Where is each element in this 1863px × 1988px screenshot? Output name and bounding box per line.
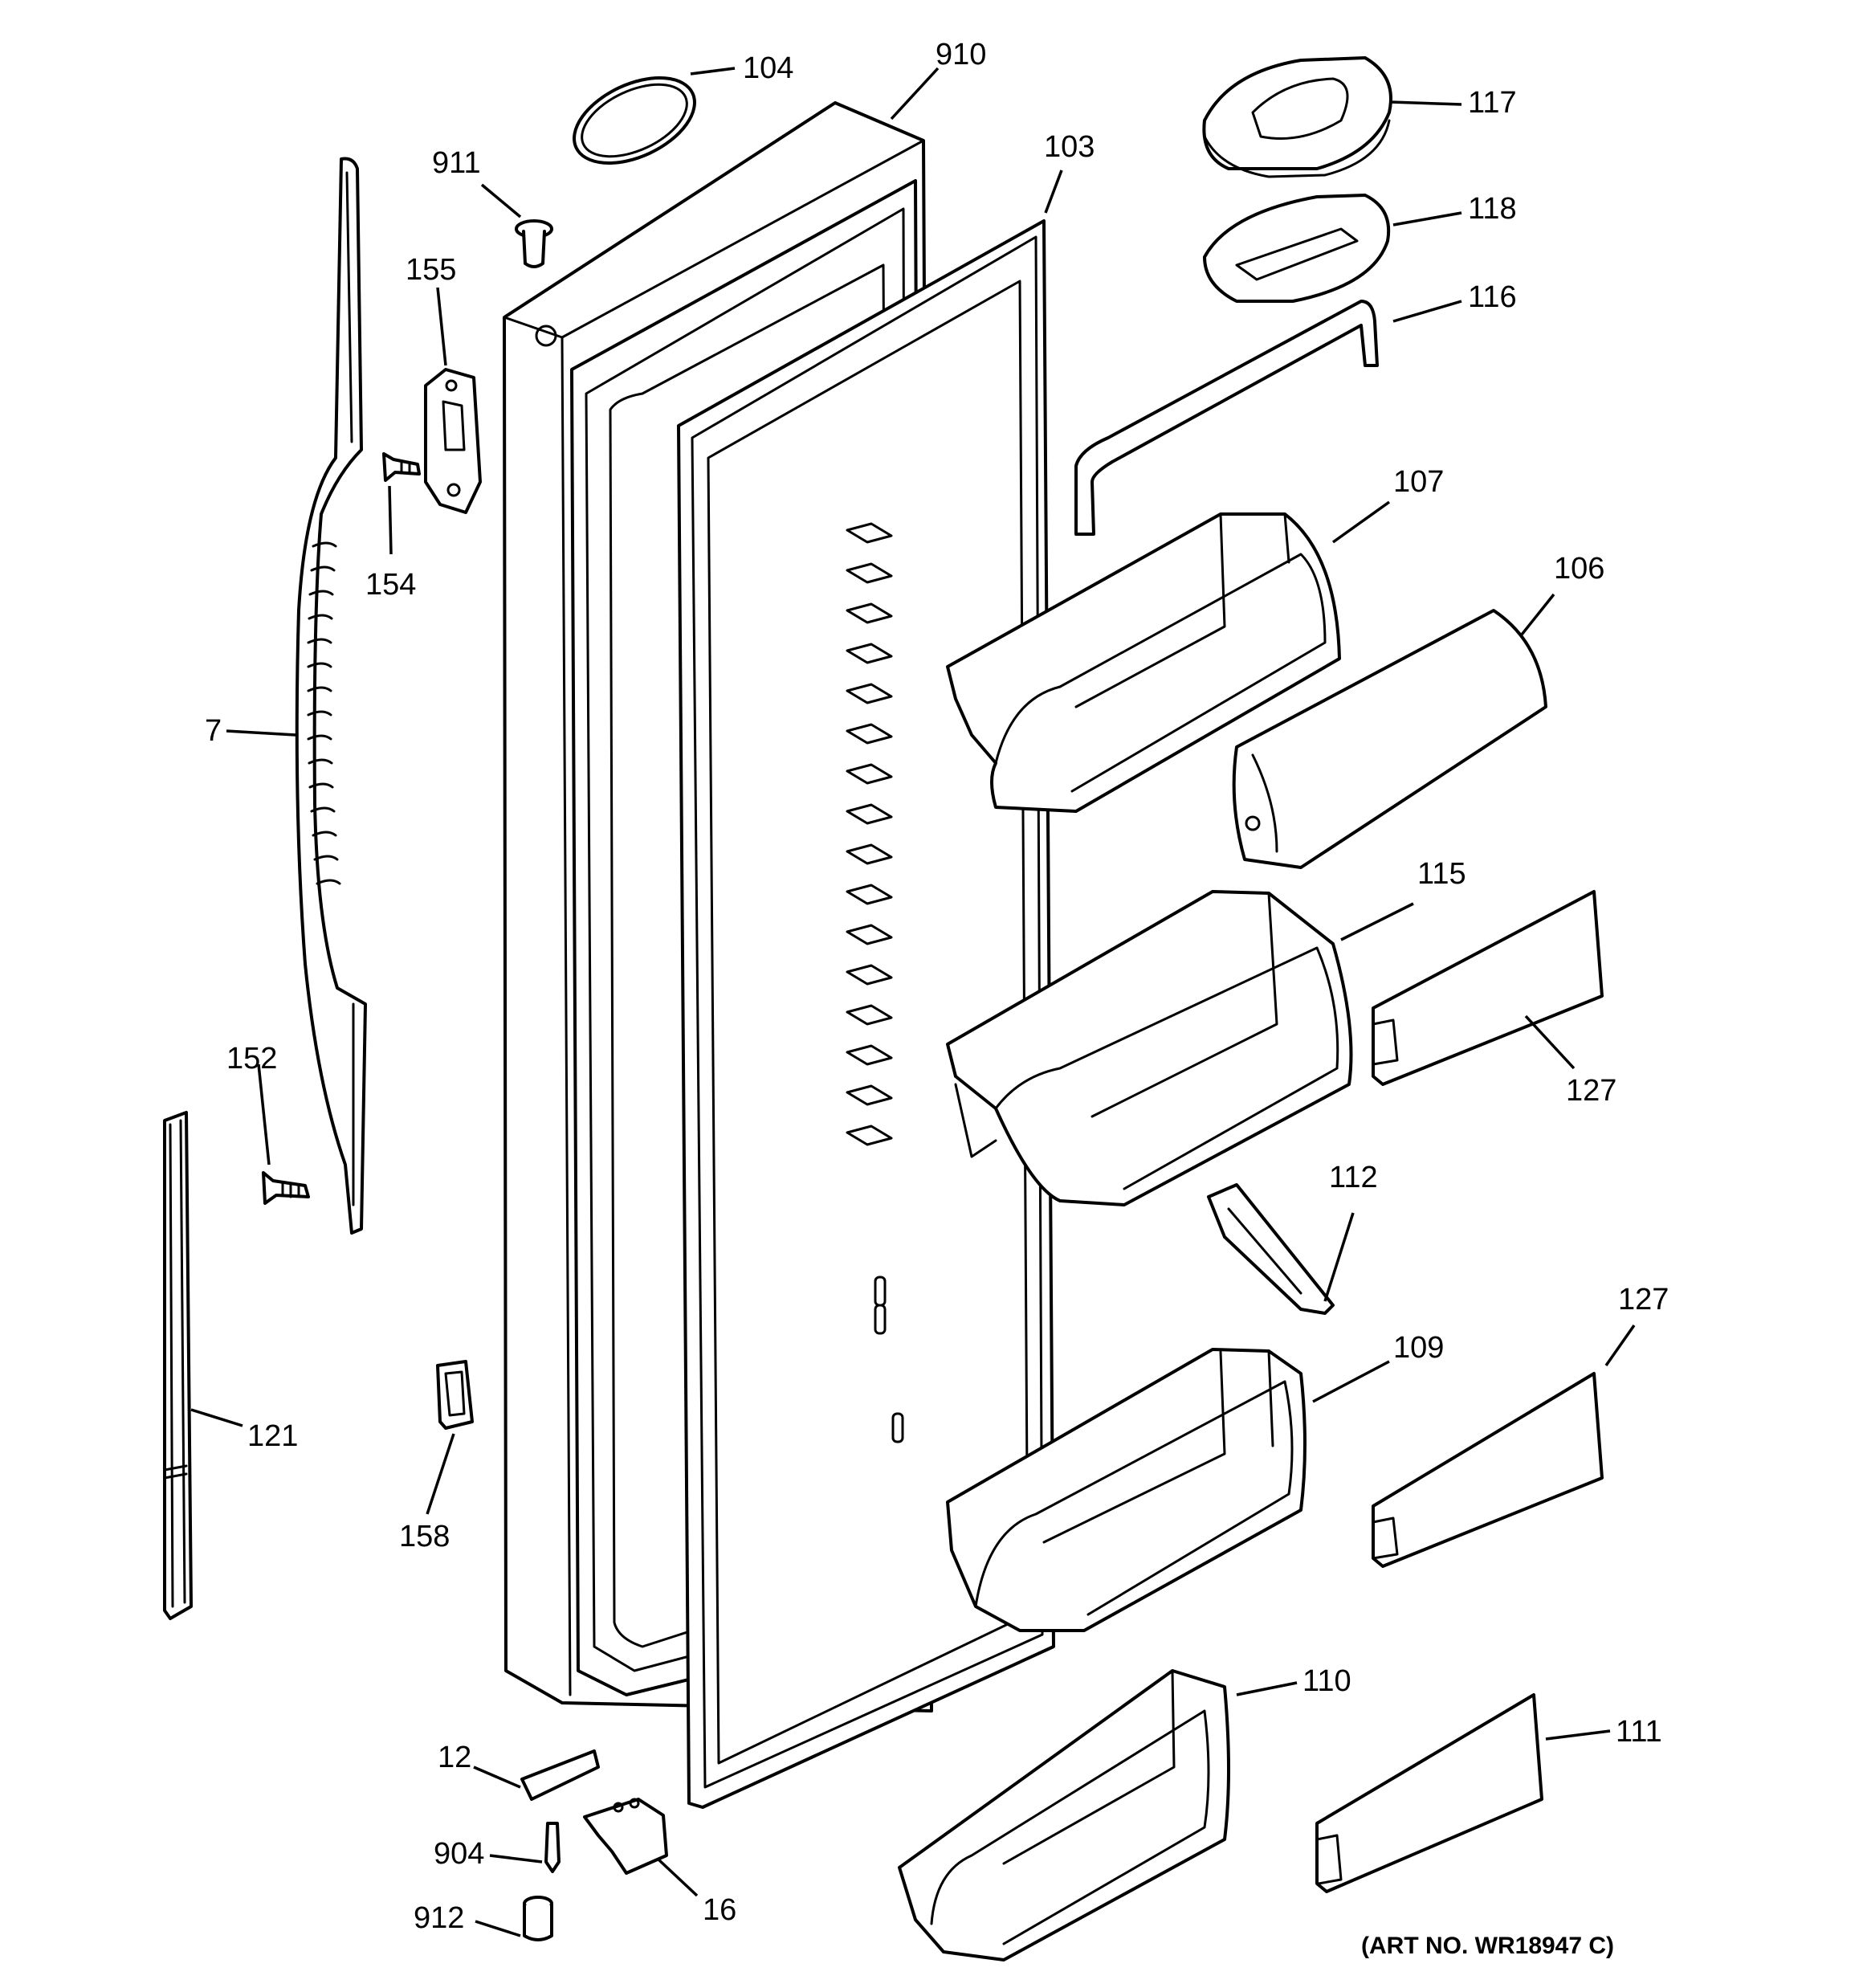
callout-154: 154 — [365, 568, 416, 602]
callout-910: 910 — [936, 38, 986, 71]
part-158-clip[interactable] — [436, 1360, 474, 1430]
art-number: (ART NO. WR18947 C) — [1361, 1933, 1614, 1959]
callout-121: 121 — [247, 1419, 298, 1453]
part-155-hinge-bracket[interactable] — [424, 368, 482, 514]
handle-grip-ribs — [307, 541, 341, 885]
callout-912: 912 — [414, 1901, 464, 1935]
callout-104: 104 — [743, 51, 793, 85]
callout-116: 116 — [1468, 280, 1517, 314]
part-117-dairy-cover[interactable] — [1202, 56, 1392, 178]
part-110-bin[interactable] — [898, 1669, 1230, 1961]
callout-115: 115 — [1417, 857, 1466, 891]
part-127-shelf-front-lower[interactable] — [1372, 1372, 1604, 1568]
part-111-shelf-front-bottom[interactable] — [1315, 1693, 1543, 1893]
shelf-support-rails — [846, 522, 904, 1443]
part-104-oval-cap[interactable] — [561, 60, 707, 180]
part-12-bracket[interactable] — [520, 1749, 600, 1801]
callout-127-lower: 127 — [1618, 1283, 1669, 1316]
callout-16: 16 — [703, 1893, 736, 1927]
part-121-trim-strip[interactable] — [163, 1111, 193, 1620]
callout-109: 109 — [1393, 1331, 1444, 1365]
callout-111: 111 — [1616, 1715, 1662, 1749]
part-109-bin[interactable] — [946, 1348, 1307, 1632]
part-911-bushing[interactable] — [515, 219, 553, 268]
callout-7: 7 — [205, 714, 222, 748]
callout-152: 152 — [226, 1042, 277, 1076]
callout-118: 118 — [1468, 192, 1517, 226]
callout-103: 103 — [1044, 130, 1095, 164]
callout-904: 904 — [434, 1837, 484, 1871]
part-127-shelf-front-upper[interactable] — [1372, 890, 1604, 1086]
part-904-screw[interactable] — [544, 1822, 561, 1873]
part-116-rail[interactable] — [1074, 300, 1379, 536]
part-912-bushing[interactable] — [523, 1896, 553, 1941]
part-152-screw[interactable] — [262, 1171, 310, 1205]
part-154-screw[interactable] — [382, 452, 421, 482]
callout-127-upper: 127 — [1566, 1074, 1616, 1108]
callout-155: 155 — [406, 253, 456, 287]
callout-911: 911 — [432, 146, 481, 180]
part-115-bin[interactable] — [946, 890, 1353, 1206]
callout-106: 106 — [1554, 552, 1604, 586]
part-118-dairy-bin[interactable] — [1203, 194, 1391, 303]
callout-158: 158 — [399, 1520, 450, 1553]
part-16-bottom-hinge[interactable] — [583, 1798, 668, 1875]
callout-107: 107 — [1393, 465, 1444, 499]
callout-labels: 104 910 103 911 155 154 7 152 121 158 12… — [205, 38, 1669, 1959]
callout-12: 12 — [438, 1741, 471, 1774]
callout-117: 117 — [1468, 86, 1517, 120]
part-7-handle[interactable] — [295, 157, 367, 1235]
part-112-clip[interactable] — [1207, 1183, 1335, 1315]
callout-112: 112 — [1329, 1161, 1378, 1194]
part-107-bin[interactable] — [946, 512, 1341, 813]
leader-lines — [190, 67, 1636, 1937]
part-106-shelf-cover[interactable] — [1232, 609, 1547, 869]
callout-110: 110 — [1302, 1664, 1351, 1698]
